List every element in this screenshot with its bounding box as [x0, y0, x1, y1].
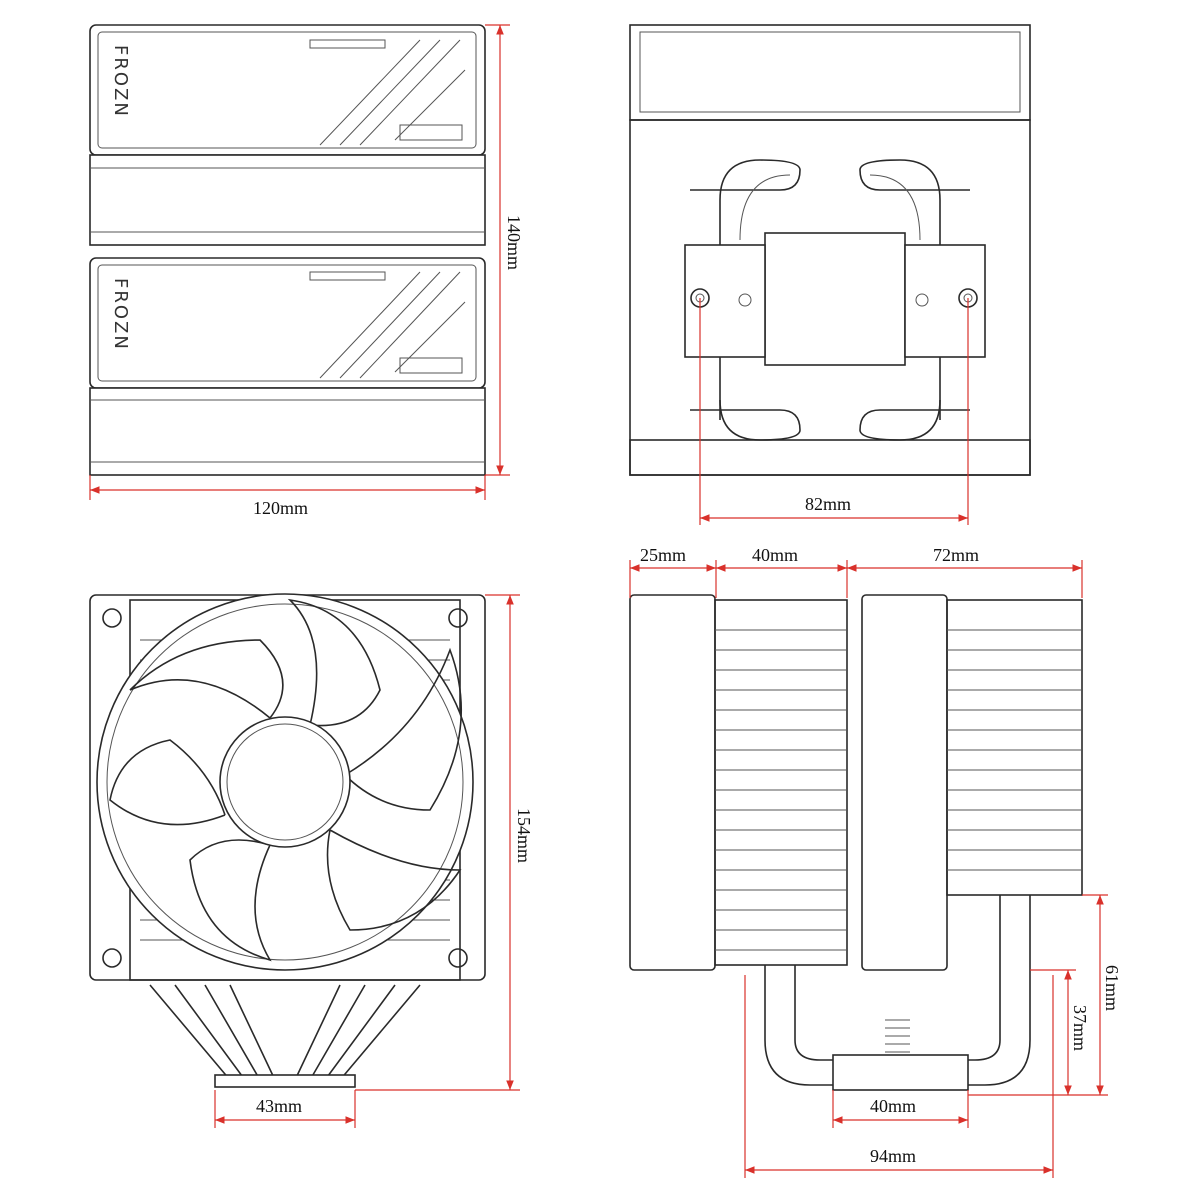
dim-label-120mm: 120mm	[253, 498, 308, 518]
fan-blades	[109, 598, 463, 962]
dimension-37mm: 37mm	[1030, 969, 1090, 1095]
dimension-61mm: 61mm	[968, 894, 1122, 1096]
dim-label-43mm: 43mm	[256, 1096, 302, 1116]
front-view: 154mm 43mm	[89, 593, 534, 1128]
brand-logo-top-1: FROZN	[110, 45, 131, 118]
dimension-140mm: 140mm	[485, 24, 524, 476]
top-fan-2: FROZN	[89, 257, 486, 476]
heatpipes-side	[764, 895, 1031, 1091]
dimension-72mm: 72mm	[847, 545, 1083, 598]
side-view: 25mm 40mm 72mm 61mm 37mm 40mm	[629, 545, 1122, 1178]
dimension-40mm-base: 40mm	[832, 1090, 969, 1128]
dimension-94mm: 94mm	[744, 975, 1054, 1178]
dimension-40mm-top: 40mm	[716, 545, 848, 598]
dim-label-37mm: 37mm	[1070, 1005, 1090, 1051]
dimension-25mm: 25mm	[629, 545, 717, 598]
dim-label-154mm: 154mm	[514, 808, 534, 863]
front-fan-side	[629, 594, 716, 971]
dimension-82mm: 82mm	[699, 298, 969, 525]
cpu-base	[832, 1054, 969, 1091]
dimension-43mm: 43mm	[214, 1090, 356, 1128]
dim-label-40mm-top: 40mm	[752, 545, 798, 565]
brand-logo-top-2: FROZN	[110, 278, 131, 351]
dim-label-72mm: 72mm	[933, 545, 979, 565]
top-fan-1: FROZN	[89, 24, 486, 246]
dimension-120mm: 120mm	[89, 475, 486, 518]
dim-label-140mm: 140mm	[504, 215, 524, 270]
heatpipes-front	[149, 984, 421, 1088]
dim-label-40mm-base: 40mm	[870, 1096, 916, 1116]
top-view: FROZN FROZN 140mm 120mm	[89, 24, 524, 518]
base-plate	[764, 232, 906, 366]
heatpipes	[690, 159, 970, 441]
dim-label-82mm: 82mm	[805, 494, 851, 514]
back-view: 82mm	[629, 24, 1031, 525]
fin-stacks-side	[714, 599, 1083, 966]
rear-fan-side	[861, 594, 948, 971]
fan-hub	[219, 716, 351, 848]
dim-label-94mm: 94mm	[870, 1146, 916, 1166]
dim-label-61mm: 61mm	[1102, 965, 1122, 1011]
dimension-154mm: 154mm	[355, 594, 534, 1091]
dim-label-25mm: 25mm	[640, 545, 686, 565]
